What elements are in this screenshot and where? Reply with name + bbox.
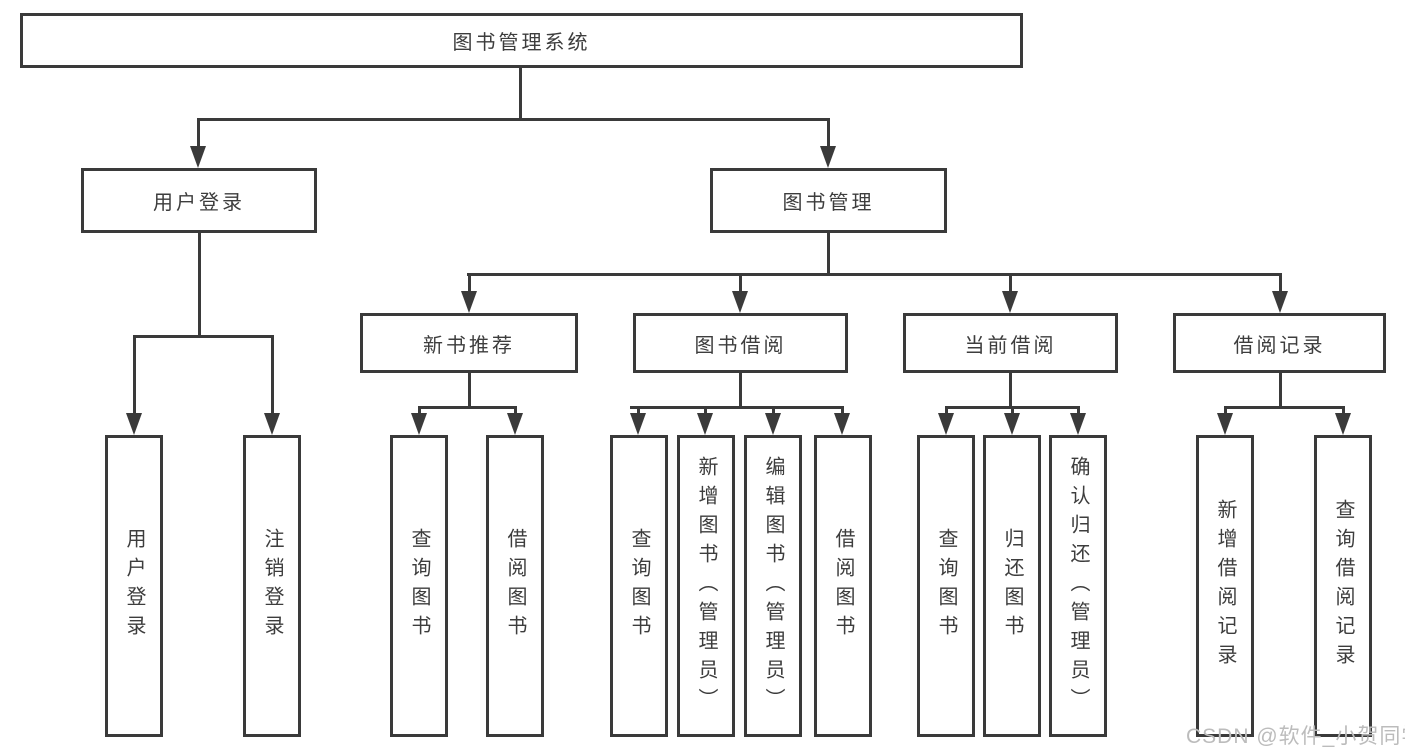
leaf-confirm-return-admin: 确认归还（管理员）	[1049, 435, 1107, 737]
connector-stem	[198, 233, 201, 338]
leaf-label: 新增图书（管理员）	[695, 455, 717, 717]
arrow-down-icon	[938, 413, 954, 435]
node-book-management: 图书管理	[710, 168, 947, 233]
leaf-label: 查询图书	[935, 528, 957, 644]
connector-stem	[1009, 373, 1012, 409]
node-label: 图书借阅	[694, 334, 787, 357]
leaf-add-books-admin: 新增图书（管理员）	[677, 435, 735, 737]
connector-shaft	[772, 406, 775, 416]
node-new-book-recommendation: 新书推荐	[360, 313, 578, 373]
arrow-down-icon	[630, 413, 646, 435]
connector-shaft	[1011, 406, 1014, 416]
arrow-down-icon	[834, 413, 850, 435]
connector-shaft	[514, 406, 517, 416]
connector-shaft	[197, 118, 200, 150]
arrow-down-icon	[1004, 413, 1020, 435]
node-borrowing-records: 借阅记录	[1173, 313, 1386, 373]
leaf-label: 借阅图书	[504, 528, 526, 644]
connector-rail	[133, 335, 274, 338]
arrow-down-icon	[126, 413, 142, 435]
arrow-down-icon	[697, 413, 713, 435]
node-user-login: 用户登录	[81, 168, 317, 233]
leaf-logout: 注销登录	[243, 435, 301, 737]
leaf-label: 编辑图书（管理员）	[762, 455, 784, 717]
arrow-down-icon	[461, 291, 477, 313]
leaf-user-login: 用户登录	[105, 435, 163, 737]
connector-shaft	[841, 406, 844, 416]
connector-shaft	[637, 406, 640, 416]
arrow-down-icon	[765, 413, 781, 435]
arrow-down-icon	[1002, 291, 1018, 313]
arrow-down-icon	[190, 146, 206, 168]
leaf-borrow-books-borrowing: 借阅图书	[814, 435, 872, 737]
arrow-down-icon	[264, 413, 280, 435]
connector-stem	[1279, 373, 1282, 409]
connector-shaft	[418, 406, 421, 416]
leaf-label: 查询借阅记录	[1332, 499, 1354, 673]
leaf-label: 用户登录	[123, 528, 145, 644]
node-label: 图书管理系统	[452, 32, 591, 54]
arrow-down-icon	[507, 413, 523, 435]
leaf-query-borrow-record: 查询借阅记录	[1314, 435, 1372, 737]
leaf-label: 注销登录	[261, 528, 283, 644]
leaf-query-books-borrowing: 查询图书	[610, 435, 668, 737]
leaf-label: 归还图书	[1001, 528, 1023, 644]
arrow-down-icon	[1217, 413, 1233, 435]
arrow-down-icon	[820, 146, 836, 168]
connector-stem	[739, 373, 742, 409]
leaf-label: 借阅图书	[832, 528, 854, 644]
leaf-label: 新增借阅记录	[1214, 499, 1236, 673]
leaf-edit-books-admin: 编辑图书（管理员）	[744, 435, 802, 737]
connector-shaft	[271, 335, 274, 416]
leaf-query-books-recommend: 查询图书	[390, 435, 448, 737]
node-label: 新书推荐	[423, 334, 515, 357]
leaf-label: 确认归还（管理员）	[1067, 455, 1089, 717]
connector-stem	[468, 373, 471, 409]
connector-rail	[418, 406, 517, 409]
connector-rail	[467, 273, 1282, 276]
leaf-borrow-books-recommend: 借阅图书	[486, 435, 544, 737]
connector-shaft	[945, 406, 948, 416]
connector-shaft	[1279, 273, 1282, 295]
leaf-query-books-current: 查询图书	[917, 435, 975, 737]
connector-rail	[197, 118, 830, 121]
connector-shaft	[827, 118, 830, 150]
connector-shaft	[739, 273, 742, 295]
leaf-return-books: 归还图书	[983, 435, 1041, 737]
node-book-borrowing: 图书借阅	[633, 313, 848, 373]
leaf-label: 查询图书	[628, 528, 650, 644]
arrow-down-icon	[1070, 413, 1086, 435]
connector-shaft	[1224, 406, 1227, 416]
connector-shaft	[1342, 406, 1345, 416]
arrow-down-icon	[1272, 291, 1288, 313]
node-label: 图书管理	[782, 192, 875, 214]
arrow-down-icon	[411, 413, 427, 435]
node-label: 当前借阅	[964, 334, 1057, 357]
connector-shaft	[1009, 273, 1012, 295]
arrow-down-icon	[1335, 413, 1351, 435]
connector-rail	[1224, 406, 1344, 409]
connector-shaft	[468, 273, 471, 295]
arrow-down-icon	[732, 291, 748, 313]
leaf-label: 查询图书	[408, 528, 430, 644]
connector-shaft	[1077, 406, 1080, 416]
node-current-borrowing: 当前借阅	[903, 313, 1118, 373]
leaf-add-borrow-record: 新增借阅记录	[1196, 435, 1254, 737]
connector-stem	[519, 66, 522, 118]
node-label: 用户登录	[153, 192, 245, 214]
watermark: CSDN @软件_小贺同学	[1186, 725, 1405, 747]
node-library-management-system: 图书管理系统	[20, 13, 1023, 68]
connector-rail	[630, 406, 843, 409]
node-label: 借阅记录	[1233, 334, 1326, 357]
connector-stem	[827, 233, 830, 276]
connector-shaft	[704, 406, 707, 416]
connector-shaft	[133, 335, 136, 416]
